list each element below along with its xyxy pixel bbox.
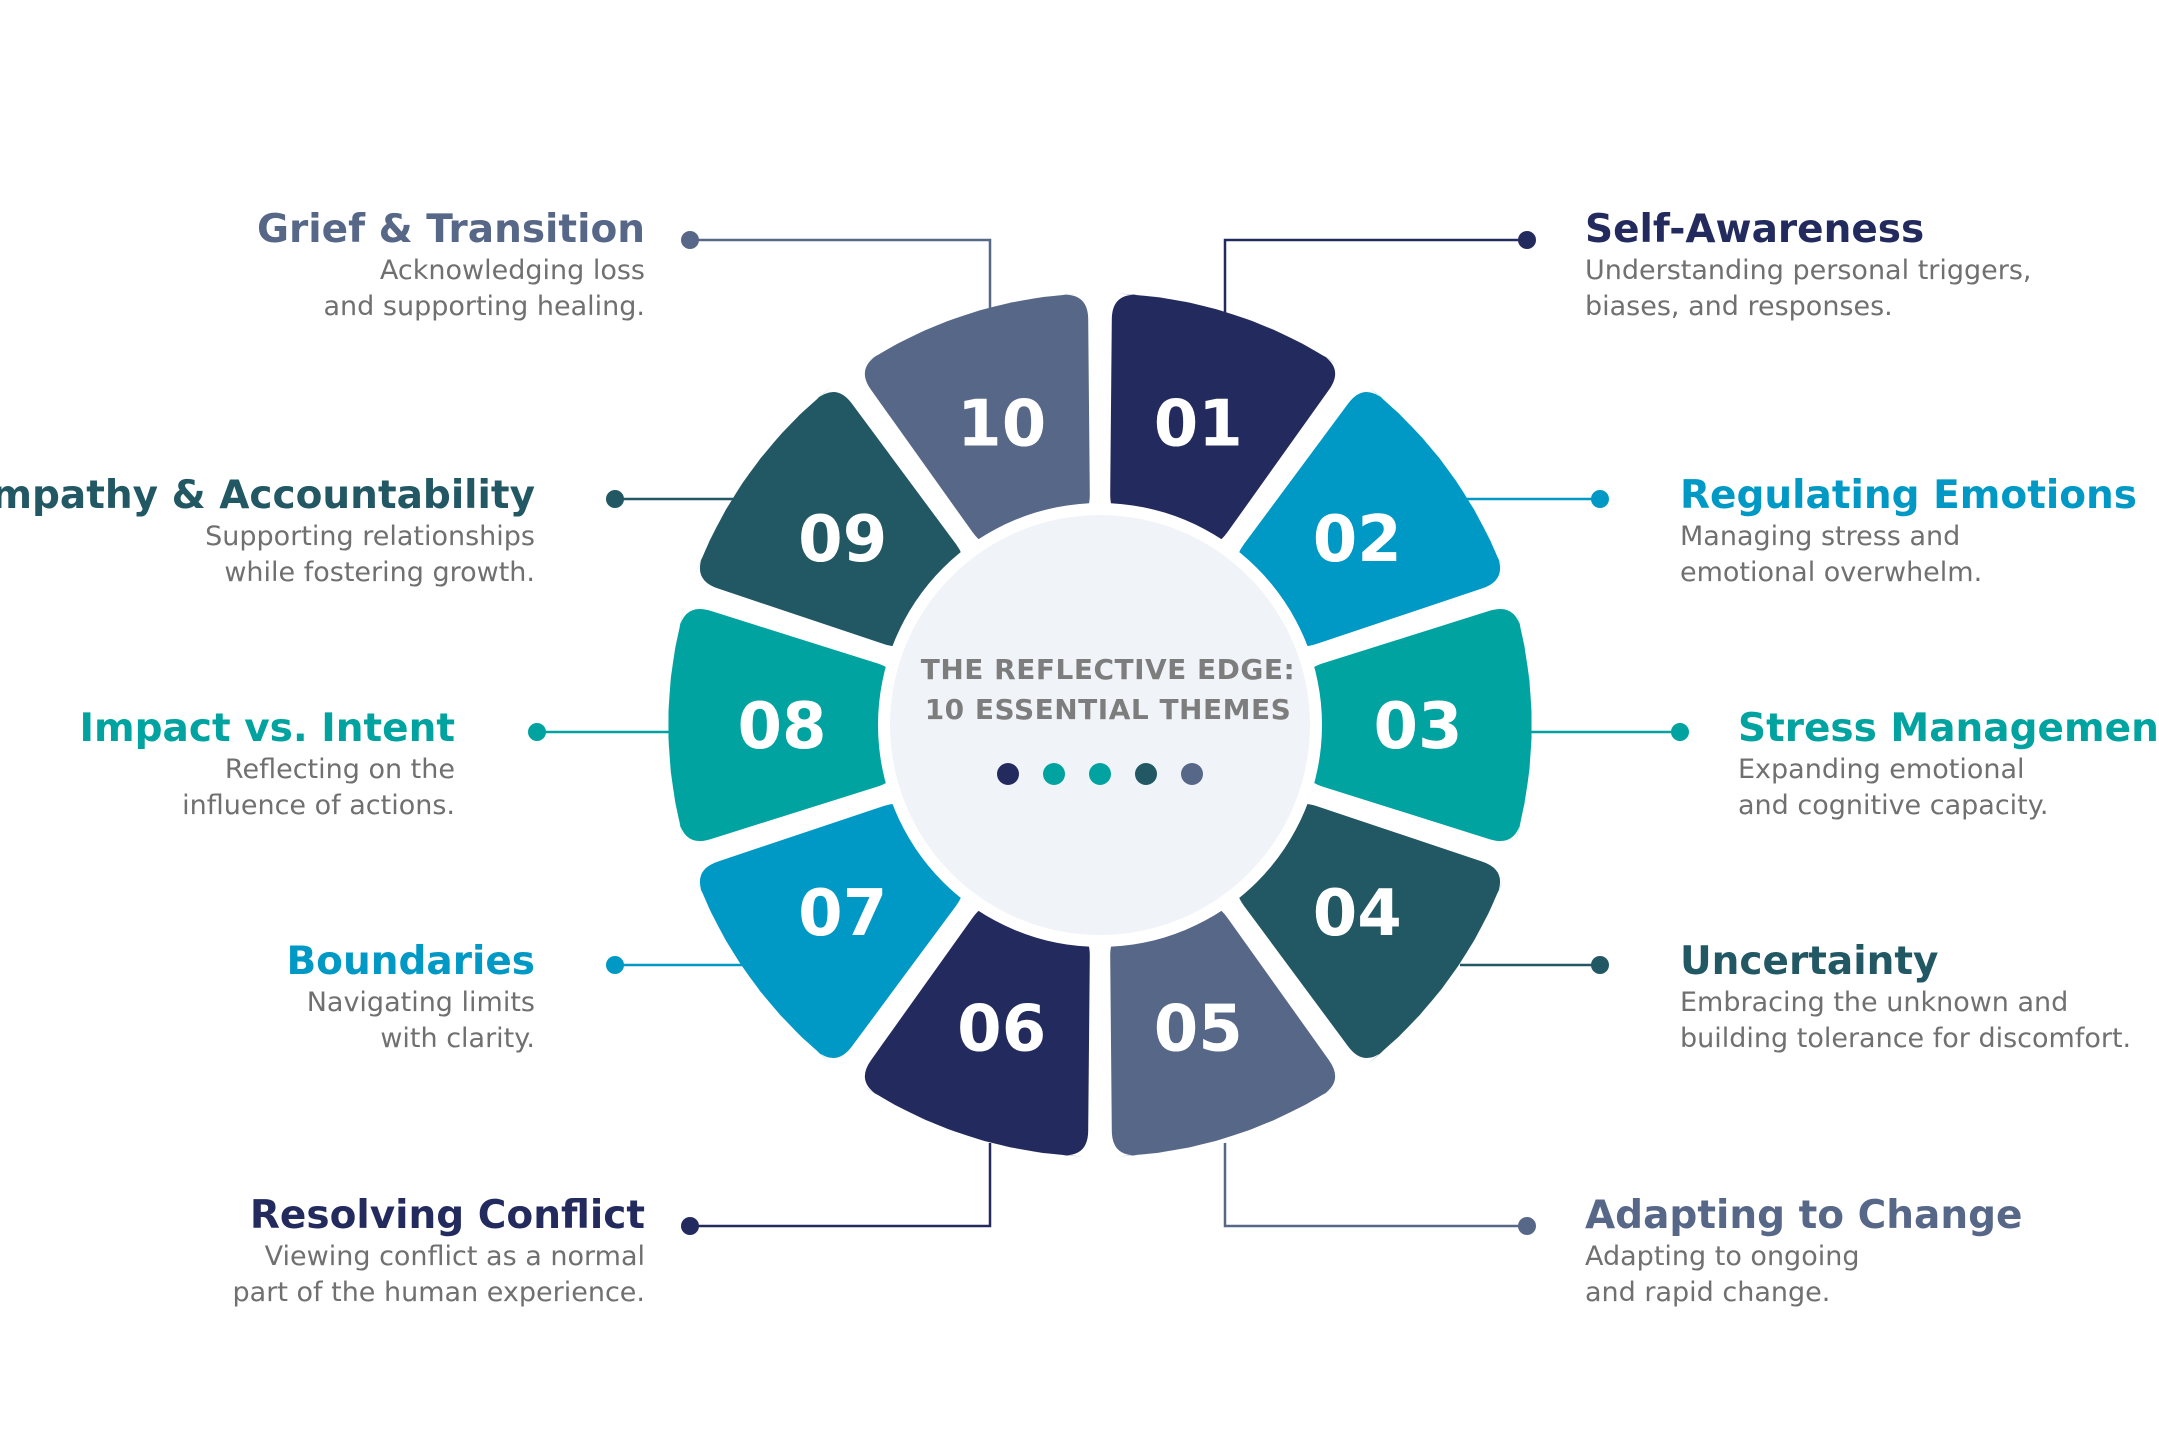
theme-segment-03 xyxy=(1297,607,1532,843)
theme-description-07-line-1: Navigating limits xyxy=(306,987,535,1018)
center-disc xyxy=(890,515,1310,935)
theme-description-04-line-2: building tolerance for discomfort. xyxy=(1680,1023,2132,1054)
theme-segment-06 xyxy=(860,902,1090,1157)
theme-description-08-line-2: influence of actions. xyxy=(182,790,455,821)
diagram-title: THE REFLECTIVE EDGE: 10 ESSENTIAL THEMES xyxy=(868,650,1348,730)
theme-segment-10 xyxy=(860,293,1090,548)
connector-line-05 xyxy=(1223,1143,1527,1228)
theme-description-07-line-2: with clarity. xyxy=(380,1023,535,1054)
connector-line-06 xyxy=(690,1143,992,1228)
diagram-title-line-1: THE REFLECTIVE EDGE: xyxy=(920,653,1296,686)
center-dot xyxy=(1089,763,1111,785)
theme-description-08-line-1: Reflecting on the xyxy=(224,754,455,785)
theme-title-06: Resolving Conflict xyxy=(249,1193,645,1238)
connector-line-01 xyxy=(1223,238,1527,320)
theme-description-09-line-1: Supporting relationships xyxy=(205,521,535,552)
theme-description-05-line-1: Adapting to ongoing xyxy=(1585,1241,1860,1272)
theme-description-05-line-2: and rapid change. xyxy=(1585,1277,1831,1308)
connector-dot-03 xyxy=(1671,723,1689,741)
theme-description-10-line-2: and supporting healing. xyxy=(323,291,645,322)
theme-number-08: 08 xyxy=(737,690,826,764)
theme-title-09: Empathy & Accountability xyxy=(0,473,535,518)
connector-dot-08 xyxy=(528,723,546,741)
theme-segment-01 xyxy=(1110,293,1340,548)
theme-number-06: 06 xyxy=(957,992,1046,1066)
theme-number-01: 01 xyxy=(1154,388,1243,462)
theme-description-02-line-1: Managing stress and xyxy=(1680,521,1961,552)
connector-dot-07 xyxy=(606,956,624,974)
theme-title-07: Boundaries xyxy=(286,939,535,984)
theme-title-01: Self-Awareness xyxy=(1585,207,1925,252)
theme-description-06-line-1: Viewing conflict as a normal xyxy=(264,1241,645,1272)
theme-description-06-line-2: part of the human experience. xyxy=(232,1277,645,1308)
connector-dot-10 xyxy=(681,231,699,249)
connector-dot-04 xyxy=(1591,956,1609,974)
theme-title-02: Regulating Emotions xyxy=(1680,473,2137,518)
theme-number-09: 09 xyxy=(798,503,887,577)
theme-number-10: 10 xyxy=(957,388,1046,462)
theme-description-09-line-2: while fostering growth. xyxy=(224,557,535,588)
theme-number-07: 07 xyxy=(798,877,887,951)
center-dot xyxy=(997,763,1019,785)
theme-description-01-line-2: biases, and responses. xyxy=(1585,291,1893,322)
connector-dot-05 xyxy=(1518,1217,1536,1235)
theme-title-04: Uncertainty xyxy=(1680,939,1939,984)
theme-description-02-line-2: emotional overwhelm. xyxy=(1680,557,1983,588)
theme-title-10: Grief & Transition xyxy=(257,207,645,252)
theme-description-03-line-1: Expanding emotional xyxy=(1738,754,2025,785)
diagram-title-line-2: 10 ESSENTIAL THEMES xyxy=(924,693,1292,726)
theme-segment-05 xyxy=(1110,902,1340,1157)
center-dot xyxy=(1135,763,1157,785)
center-dot xyxy=(1043,763,1065,785)
theme-segment-04 xyxy=(1236,803,1506,1065)
connector-dot-06 xyxy=(681,1217,699,1235)
theme-number-02: 02 xyxy=(1313,503,1402,577)
theme-segment-02 xyxy=(1236,385,1506,647)
theme-title-08: Impact vs. Intent xyxy=(79,706,455,751)
connector-dot-09 xyxy=(606,490,624,508)
connector-dot-02 xyxy=(1591,490,1609,508)
theme-segment-09 xyxy=(694,385,964,647)
theme-description-03-line-2: and cognitive capacity. xyxy=(1738,790,2049,821)
theme-number-04: 04 xyxy=(1313,877,1402,951)
theme-description-01-line-1: Understanding personal triggers, xyxy=(1585,255,2032,286)
connector-dot-01 xyxy=(1518,231,1536,249)
theme-title-03: Stress Management xyxy=(1738,706,2159,751)
theme-segment-07 xyxy=(694,803,964,1065)
theme-description-10-line-1: Acknowledging loss xyxy=(379,255,645,286)
center-dot xyxy=(1181,763,1203,785)
theme-number-03: 03 xyxy=(1373,690,1462,764)
connector-line-10 xyxy=(690,238,992,320)
theme-segment-08 xyxy=(668,607,903,843)
theme-description-04-line-1: Embracing the unknown and xyxy=(1680,987,2069,1018)
theme-number-05: 05 xyxy=(1154,992,1243,1066)
theme-title-05: Adapting to Change xyxy=(1585,1193,2023,1238)
